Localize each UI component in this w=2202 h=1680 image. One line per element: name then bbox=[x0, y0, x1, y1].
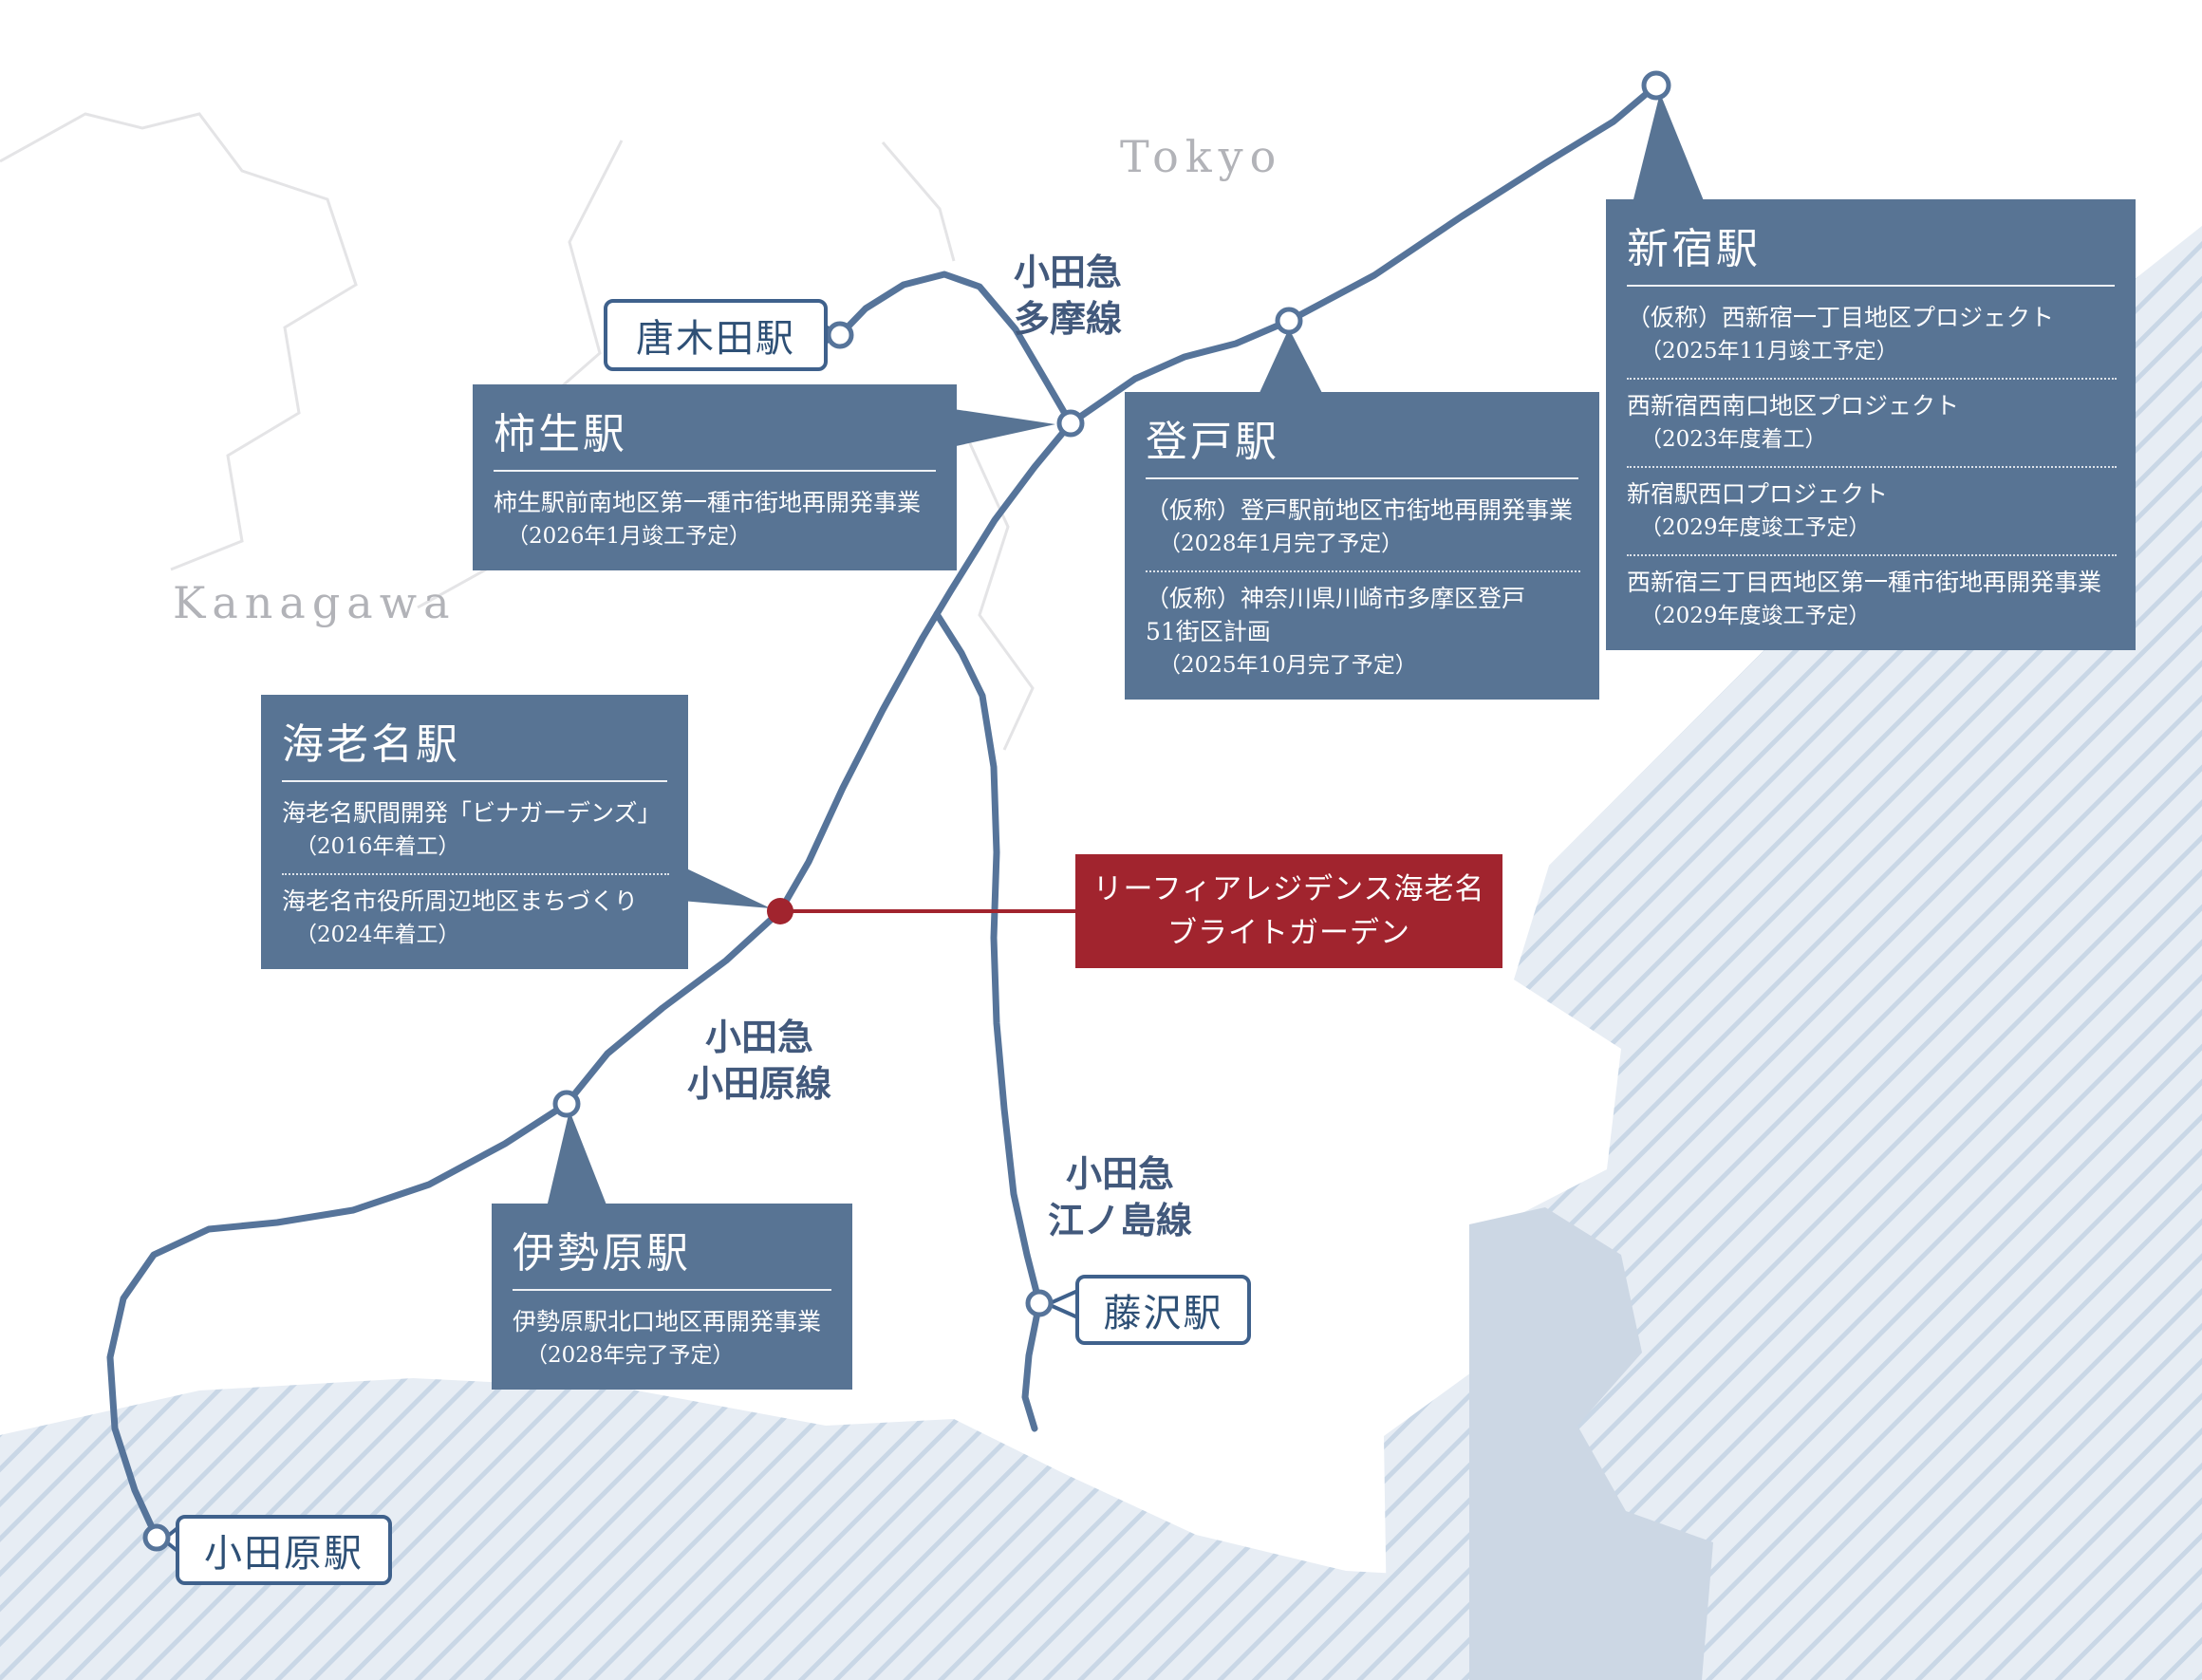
station-dot-noborito bbox=[1275, 307, 1303, 335]
odakyu-enoshima-line-path bbox=[933, 610, 1043, 1432]
line-label-odawara: 小田急 小田原線 bbox=[686, 1016, 831, 1106]
region-label-kanagawa: Kanagawa bbox=[173, 577, 457, 628]
station-name-karakida: 唐木田駅 bbox=[636, 317, 795, 361]
property-box: リーフィアレジデンス海老名 ブライトガーデン bbox=[1075, 854, 1502, 968]
project-name: 海老名市役所周辺地区まちづくり bbox=[282, 887, 639, 916]
callout-isehara: 伊勢原駅 伊勢原駅北口地区再開発事業 （2028年完了予定） bbox=[492, 1204, 852, 1391]
property-dot-ebina bbox=[767, 898, 793, 924]
station-dot-odawara bbox=[142, 1523, 171, 1552]
project-divider bbox=[1627, 554, 2117, 557]
project-name: 伊勢原駅北口地区再開発事業 bbox=[513, 1308, 822, 1335]
station-name-odawara: 小田原駅 bbox=[204, 1532, 364, 1576]
callout-kakio-body: 柿生駅前南地区第一種市街地再開発事業 （2026年1月竣工予定） bbox=[473, 472, 957, 570]
project-date: （2029年度竣工予定） bbox=[1640, 604, 1871, 629]
station-dot-karakida bbox=[826, 321, 854, 349]
project-date: （2028年1月完了予定） bbox=[1159, 532, 1404, 556]
project-name: 西新宿西南口地区プロジェクト bbox=[1627, 392, 1960, 420]
station-dot-junction bbox=[1056, 409, 1085, 438]
station-box-odawara: 小田原駅 bbox=[176, 1515, 392, 1585]
callout-isehara-title: 伊勢原駅 bbox=[513, 1219, 831, 1291]
callout-shinjuku-title: 新宿駅 bbox=[1627, 215, 2115, 287]
odakyu-tama-line-path bbox=[836, 271, 1074, 427]
project-divider bbox=[1627, 466, 2117, 469]
callout-ebina: 海老名駅 海老名駅間開発「ビナガーデンズ」 （2016年着工） 海老名市役所周辺… bbox=[261, 695, 688, 970]
region-label-tokyo: Tokyo bbox=[1120, 131, 1283, 182]
shinjuku-pointer bbox=[1633, 93, 1705, 203]
project-divider bbox=[1146, 570, 1580, 573]
callout-kakio: 柿生駅 柿生駅前南地区第一種市街地再開発事業 （2026年1月竣工予定） bbox=[473, 384, 957, 571]
station-box-karakida: 唐木田駅 bbox=[604, 299, 828, 371]
project-date: （2029年度竣工予定） bbox=[1640, 515, 1871, 541]
callout-noborito-title: 登戸駅 bbox=[1146, 407, 1578, 479]
project-date: （2028年完了予定） bbox=[526, 1343, 735, 1368]
project-name: 西新宿三丁目西地区第一種市街地再開発事業 bbox=[1627, 569, 2102, 597]
callout-shinjuku: 新宿駅 （仮称）西新宿一丁目地区プロジェクト （2025年11月竣工予定） 西新… bbox=[1606, 199, 2136, 651]
callout-ebina-title: 海老名駅 bbox=[282, 710, 667, 782]
sagami-bay-water bbox=[0, 1378, 1469, 1680]
project-name: 海老名駅間開発「ビナガーデンズ」 bbox=[282, 799, 662, 827]
odakyu-odawara-line-path bbox=[106, 82, 1660, 1541]
project-name: （仮称）登戸駅前地区市街地再開発事業 bbox=[1146, 496, 1574, 524]
project-date: （2025年10月完了予定） bbox=[1159, 653, 1417, 679]
miura-peninsula bbox=[1469, 1207, 1713, 1680]
project-divider bbox=[282, 873, 669, 876]
station-dot-fujisawa bbox=[1025, 1289, 1054, 1317]
line-label-tama: 小田急 多摩線 bbox=[1013, 251, 1122, 341]
property-label: リーフィアレジデンス海老名 ブライトガーデン bbox=[1092, 871, 1485, 951]
callout-shinjuku-body: （仮称）西新宿一丁目地区プロジェクト （2025年11月竣工予定） 西新宿西南口… bbox=[1606, 287, 2136, 650]
line-label-enoshima: 小田急 江ノ島線 bbox=[1047, 1152, 1192, 1242]
project-date: （2025年11月竣工予定） bbox=[1640, 339, 1898, 364]
project-date: （2024年着工） bbox=[295, 923, 460, 948]
station-box-fujisawa: 藤沢駅 bbox=[1075, 1275, 1251, 1345]
project-date: （2016年着工） bbox=[295, 834, 460, 859]
project-date: （2023年度着工） bbox=[1640, 427, 1827, 453]
project-name: （仮称）西新宿一丁目地区プロジェクト bbox=[1627, 304, 2055, 331]
project-name: （仮称）神奈川県川崎市多摩区登戸 51街区計画 bbox=[1146, 585, 1526, 646]
callout-kakio-title: 柿生駅 bbox=[494, 400, 936, 472]
station-dot-isehara bbox=[552, 1090, 581, 1118]
isehara-pointer bbox=[547, 1111, 607, 1207]
callout-ebina-body: 海老名駅間開発「ビナガーデンズ」 （2016年着工） 海老名市役所周辺地区まちづ… bbox=[261, 782, 688, 969]
callout-noborito: 登戸駅 （仮称）登戸駅前地区市街地再開発事業 （2028年1月完了予定） （仮称… bbox=[1125, 392, 1599, 700]
project-name: 新宿駅西口プロジェクト bbox=[1627, 480, 1889, 509]
kakio-pointer bbox=[947, 408, 1055, 448]
callout-noborito-body: （仮称）登戸駅前地区市街地再開発事業 （2028年1月完了予定） （仮称）神奈川… bbox=[1125, 479, 1599, 700]
project-date: （2026年1月竣工予定） bbox=[507, 524, 752, 549]
callout-isehara-body: 伊勢原駅北口地区再開発事業 （2028年完了予定） bbox=[492, 1291, 852, 1390]
station-name-fujisawa: 藤沢駅 bbox=[1103, 1292, 1223, 1335]
project-divider bbox=[1627, 378, 2117, 381]
station-dot-shinjuku bbox=[1641, 70, 1671, 101]
project-name: 柿生駅前南地区第一種市街地再開発事業 bbox=[494, 489, 922, 516]
noborito-pointer bbox=[1259, 328, 1323, 395]
